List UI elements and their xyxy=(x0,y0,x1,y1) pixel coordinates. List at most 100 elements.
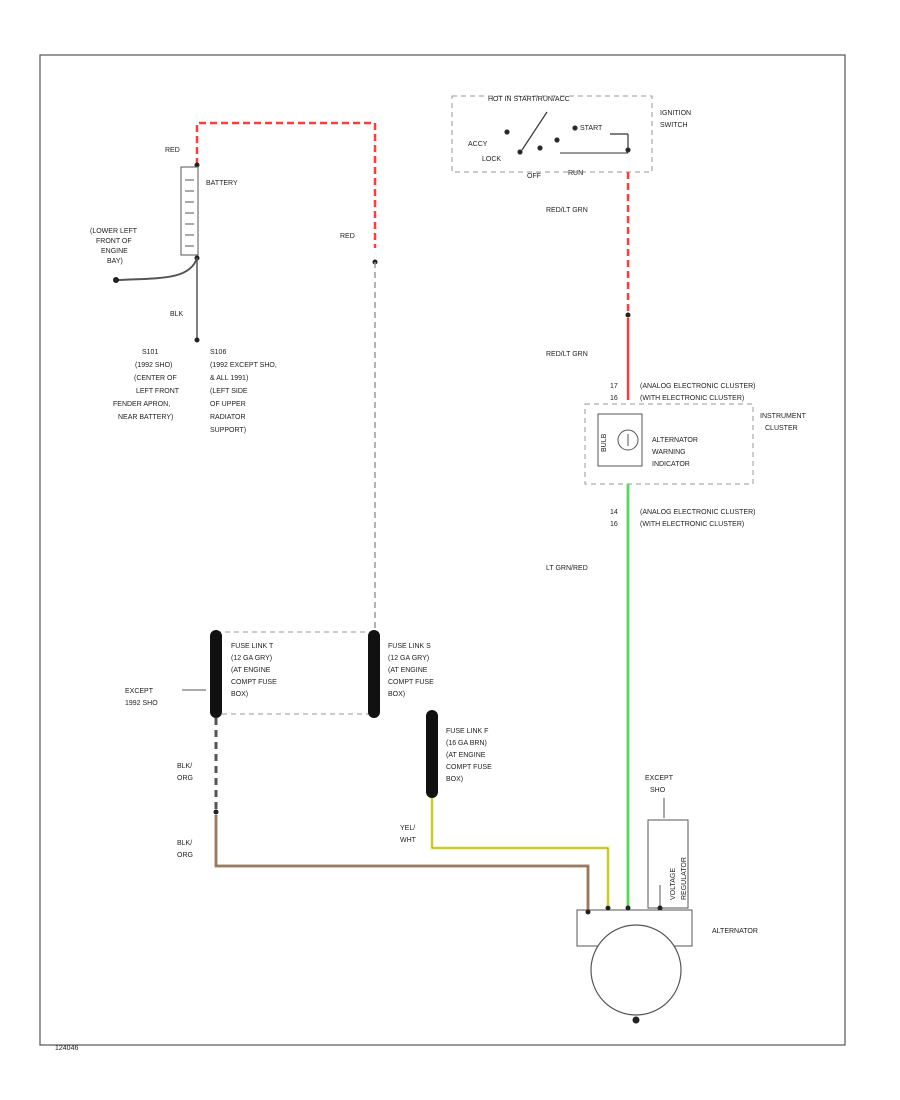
svg-text:(LEFT SIDE: (LEFT SIDE xyxy=(210,388,248,395)
indicator-line-2: WARNING xyxy=(652,449,686,456)
svg-text:BOX): BOX) xyxy=(388,691,405,698)
except-sho-label-2: EXCEPT SHO xyxy=(645,775,674,794)
cluster-pin-16-bottom: 16 xyxy=(610,521,618,528)
switch-pos-off: OFF xyxy=(527,173,541,180)
svg-text:FUSE LINK F: FUSE LINK F xyxy=(446,728,488,735)
wire-label-red-lt-grn-2: RED/LT GRN xyxy=(546,351,588,358)
wire-label-lt-grn-red: LT GRN/RED xyxy=(546,565,588,572)
bulb-side-label: BULB xyxy=(601,433,608,452)
svg-text:RADIATOR: RADIATOR xyxy=(210,414,246,421)
svg-text:1992 SHO: 1992 SHO xyxy=(125,700,158,707)
svg-text:YEL/: YEL/ xyxy=(400,825,415,832)
indicator-bulb-housing xyxy=(597,413,643,467)
ground-location-label: (LOWER LEFT FRONT OF ENGINE BAY) xyxy=(90,228,138,265)
svg-text:COMPT FUSE: COMPT FUSE xyxy=(231,679,277,686)
alternator-body xyxy=(590,924,682,1016)
switch-pos-lock: LOCK xyxy=(482,156,501,163)
svg-text:EXCEPT: EXCEPT xyxy=(645,775,674,782)
svg-text:(LOWER LEFT: (LOWER LEFT xyxy=(90,228,138,235)
switch-pos-accy: ACCY xyxy=(468,141,488,148)
yellow-wire xyxy=(430,798,610,905)
svg-text:COMPT FUSE: COMPT FUSE xyxy=(388,679,434,686)
wire-label-blk-org-1: BLK/ ORG xyxy=(177,763,193,782)
connector-dot-blk-org xyxy=(213,809,219,815)
wire-label-blk: BLK xyxy=(170,311,184,318)
wire-label-yel-wht: YEL/ WHT xyxy=(400,825,417,844)
cluster-pin-17: 17 xyxy=(610,383,618,390)
cluster-pin-16-bottom-desc: (WITH ELECTRONIC CLUSTER) xyxy=(640,521,744,528)
regulator-text-2: REGULATOR xyxy=(681,857,688,900)
splice-s101-label: S101 (1992 SHO) (CENTER OF LEFT FRONT FE… xyxy=(113,349,180,421)
ignition-switch-title-2: SWITCH xyxy=(660,122,688,129)
alternator-ground-dot xyxy=(632,1016,640,1024)
fuse-link-f xyxy=(426,710,438,798)
diagram-frame xyxy=(39,54,846,1046)
ignition-switch-hot-label: HOT IN START/RUN/ACC xyxy=(488,96,570,103)
ground-point xyxy=(113,277,119,283)
alternator-label: ALTERNATOR xyxy=(712,928,758,935)
svg-text:BOX): BOX) xyxy=(446,776,463,783)
alternator: EXCEPT SHO VOLTAGE REGULATOR ALTERNATOR xyxy=(576,775,758,1024)
svg-text:ORG: ORG xyxy=(177,852,193,859)
svg-text:LEFT FRONT: LEFT FRONT xyxy=(136,388,180,395)
switch-pos-start: START xyxy=(580,125,603,132)
svg-text:OF UPPER: OF UPPER xyxy=(210,401,246,408)
svg-text:& ALL 1991): & ALL 1991) xyxy=(210,375,248,382)
switch-contacts xyxy=(504,111,631,155)
cluster-box xyxy=(584,403,754,485)
yellow-wire-core xyxy=(431,798,609,905)
svg-text:FENDER APRON,: FENDER APRON, xyxy=(113,401,170,408)
svg-text:ORG: ORG xyxy=(177,775,193,782)
cluster-pin-17-desc: (ANALOG ELECTRONIC CLUSTER) xyxy=(640,383,756,390)
svg-text:S101: S101 xyxy=(142,349,158,356)
fuse-link-s-label: FUSE LINK S (12 GA GRY) (AT ENGINE COMPT… xyxy=(388,643,434,698)
cluster-label-1: INSTRUMENT xyxy=(760,413,807,420)
wire-label-red-lt-grn-1: RED/LT GRN xyxy=(546,207,588,214)
wire-label-red-right: RED xyxy=(340,233,355,240)
ignition-switch-title-1: IGNITION xyxy=(660,110,691,117)
svg-text:(AT ENGINE: (AT ENGINE xyxy=(446,752,486,759)
indicator-line-3: INDICATOR xyxy=(652,461,690,468)
brown-wire-core xyxy=(215,815,589,912)
fuse-links: FUSE LINK T (12 GA GRY) (AT ENGINE COMPT… xyxy=(125,630,492,798)
alternator-terminals xyxy=(585,905,663,915)
ground-strap xyxy=(117,257,198,281)
switch-pos-run: RUN xyxy=(568,170,583,177)
instrument-cluster: 17 16 (ANALOG ELECTRONIC CLUSTER) (WITH … xyxy=(584,383,807,528)
svg-text:(CENTER OF: (CENTER OF xyxy=(134,375,177,382)
cluster-pin-16-top-desc: (WITH ELECTRONIC CLUSTER) xyxy=(640,395,744,402)
ignition-switch-box xyxy=(451,95,653,173)
voltage-regulator xyxy=(647,819,689,909)
svg-text:FUSE LINK S: FUSE LINK S xyxy=(388,643,431,650)
svg-text:(1992 EXCEPT SHO,: (1992 EXCEPT SHO, xyxy=(210,362,277,369)
svg-text:BLK/: BLK/ xyxy=(177,763,192,770)
except-sho-label-1: EXCEPT 1992 SHO xyxy=(125,688,158,707)
svg-text:S106: S106 xyxy=(210,349,226,356)
svg-text:SHO: SHO xyxy=(650,787,666,794)
svg-text:NEAR BATTERY): NEAR BATTERY) xyxy=(118,414,173,421)
battery-section: RED RED BATTERY (LOWER LEFT FRONT OF ENG… xyxy=(90,121,377,434)
svg-text:(AT ENGINE: (AT ENGINE xyxy=(388,667,428,674)
connector-dot-red-lt-grn xyxy=(625,312,631,318)
svg-text:BLK/: BLK/ xyxy=(177,840,192,847)
wire-label-blk-org-2: BLK/ ORG xyxy=(177,840,193,859)
svg-text:FUSE LINK T: FUSE LINK T xyxy=(231,643,274,650)
cluster-pin-16-top: 16 xyxy=(610,395,618,402)
wire-label-red-top: RED xyxy=(165,147,180,154)
svg-text:(12 GA GRY): (12 GA GRY) xyxy=(388,655,429,662)
fuse-link-s xyxy=(368,630,380,718)
battery-label: BATTERY xyxy=(206,180,238,187)
svg-text:ENGINE: ENGINE xyxy=(101,248,128,255)
svg-text:BAY): BAY) xyxy=(107,258,123,265)
fuse-link-t-label: FUSE LINK T (12 GA GRY) (AT ENGINE COMPT… xyxy=(231,643,277,698)
ignition-switch: HOT IN START/RUN/ACC IGNITION SWITCH ACC… xyxy=(451,95,691,180)
cluster-pin-14: 14 xyxy=(610,509,618,516)
svg-text:(AT ENGINE: (AT ENGINE xyxy=(231,667,271,674)
svg-text:(16 GA BRN): (16 GA BRN) xyxy=(446,740,487,747)
svg-text:WHT: WHT xyxy=(400,837,417,844)
svg-text:BOX): BOX) xyxy=(231,691,248,698)
battery-cells xyxy=(185,179,194,247)
splice-s106-label: S106 (1992 EXCEPT SHO, & ALL 1991) (LEFT… xyxy=(210,349,277,434)
fuse-link-t xyxy=(210,630,222,718)
